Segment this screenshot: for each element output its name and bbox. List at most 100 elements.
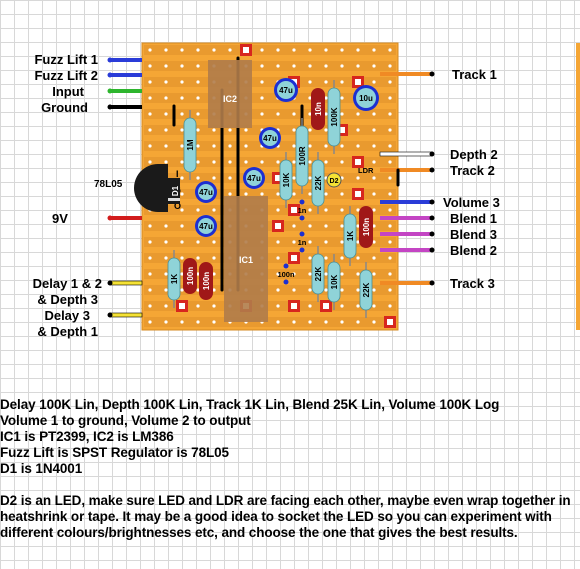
strip-hole [180,320,184,324]
track-cut-center [387,319,393,325]
strip-hole [372,256,376,260]
svg-text:IC1: IC1 [239,255,253,265]
diode-d1: D1 [168,178,180,204]
resistor-body [295,125,309,187]
strip-hole [388,176,392,180]
track-cut-center [275,175,281,181]
strip-hole [340,224,344,228]
strip-hole [196,128,200,132]
copper-strip [144,285,396,295]
strip-hole [388,144,392,148]
strip-hole [228,192,232,196]
strip-hole [164,272,168,276]
strip-hole [180,48,184,52]
strip-hole [196,320,200,324]
resistor-body [327,261,341,303]
track-cut-center [291,207,297,213]
strip-hole [260,80,264,84]
strip-hole [292,272,296,276]
strip-hole [276,48,280,52]
strip-hole [356,272,360,276]
strip-hole [164,64,168,68]
label-volume-3: Volume 3 [443,195,500,210]
copper-strips [144,45,396,327]
build-notes: Delay 100K Lin, Depth 100K Lin, Track 1K… [0,397,580,541]
strip-hole [164,96,168,100]
strip-hole [196,288,200,292]
strip-hole [164,240,168,244]
strip-hole [308,144,312,148]
strip-hole [356,144,360,148]
strip-hole [212,176,216,180]
strip-hole [372,144,376,148]
label-78l05: 78L05 [94,179,123,190]
strip-hole [292,320,296,324]
electrolytic-cap-top [277,81,295,99]
strip-hole [180,112,184,116]
offboard-wires-left [107,57,143,318]
track-cut-center [323,303,329,309]
strip-hole [340,48,344,52]
strip-hole [276,256,280,260]
svg-text:IC2: IC2 [223,94,237,104]
strip-hole [164,80,168,84]
strip-hole [388,304,392,308]
offboard-wires-right [379,71,435,286]
strip-hole [308,96,312,100]
ceramic-cap-lead [299,247,305,253]
strip-hole [356,64,360,68]
strip-hole [180,288,184,292]
ceramic-cap-value: 1n [298,206,307,215]
copper-strip [144,61,396,71]
strip-hole [276,288,280,292]
svg-text:LDR: LDR [358,166,374,175]
electrolytic-cap-top [356,88,376,108]
strip-hole [308,128,312,132]
film-cap-value: 100n [362,218,371,236]
strip-hole [372,272,376,276]
resistor-value: 10K [282,172,291,187]
led-d2: D2 [326,172,342,188]
strip-hole [276,304,280,308]
strip-hole [340,192,344,196]
strip-hole [180,80,184,84]
strip-hole [244,128,248,132]
strip-hole [372,128,376,132]
strip-hole [308,240,312,244]
track-cut-center [339,127,345,133]
strip-hole [308,48,312,52]
label-delay-3: Delay 3 [44,308,90,323]
strip-hole [356,288,360,292]
ic1-chip: IC1 [224,196,268,322]
copper-strip [144,93,396,103]
strip-hole [148,304,152,308]
strip-hole [308,304,312,308]
track-cut-center [355,159,361,165]
strip-hole [292,224,296,228]
copper-strip [144,109,396,119]
resistor-body [343,213,357,259]
strip-hole [260,64,264,68]
strip-hole [148,256,152,260]
strip-hole [356,48,360,52]
electrolytic-cap-value: 10u [359,94,373,103]
film-cap-body [359,206,373,248]
strip-hole [276,320,280,324]
strip-hole [164,224,168,228]
strip-hole [388,48,392,52]
strip-hole [196,160,200,164]
strip-hole [388,240,392,244]
label-ground: Ground [41,100,88,115]
film-cap-value: 100n [202,272,211,290]
label-track-2: Track 2 [450,163,495,178]
strip-hole [356,256,360,260]
strip-hole [372,224,376,228]
ceramic-cap-lead [299,231,305,237]
strip-hole [372,48,376,52]
strip-hole [196,96,200,100]
strip-hole [324,64,328,68]
strip-hole [340,96,344,100]
strip-hole [292,128,296,132]
